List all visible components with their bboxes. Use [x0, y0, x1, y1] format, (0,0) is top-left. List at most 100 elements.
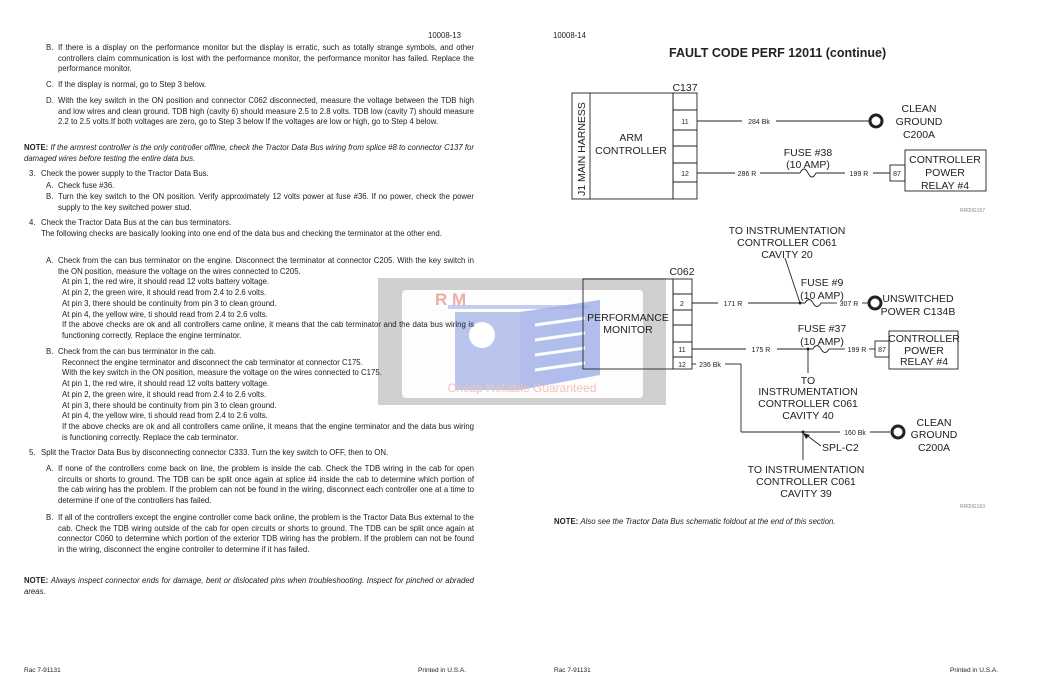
note-armrest: NOTE: If the armrest controller is the o… — [24, 143, 474, 164]
relay-label: CONTROLLER — [909, 154, 981, 166]
relay-label: POWER — [925, 167, 965, 179]
fuse-label: FUSE #38 — [784, 147, 833, 159]
check-outcome: If the above checks are ok and all contr… — [62, 320, 474, 340]
note-label: NOTE: — [554, 517, 579, 526]
page-number-right: 10008-14 — [553, 31, 586, 40]
check-line: At pin 2, the green wire, it should read… — [62, 288, 267, 298]
step-4: 4. Check the Tractor Data Bus at the can… — [29, 218, 474, 239]
item-text: Split the Tractor Data Bus by disconnect… — [41, 448, 389, 457]
controller-power-relay-box — [904, 149, 987, 192]
relay-pin: 87 — [893, 171, 901, 178]
item-text: Turn the key switch to the ON position. … — [58, 192, 474, 212]
check-line: At pin 4, the yellow wire, ti should rea… — [62, 411, 268, 421]
destination-label: CAVITY 20 — [761, 249, 813, 261]
item-label: D. — [46, 96, 54, 105]
check-line: At pin 1, the red wire, it should read 1… — [62, 379, 270, 389]
item-text: Check the Tractor Data Bus at the can bu… — [41, 218, 232, 227]
fuse-rating: (10 AMP) — [800, 290, 844, 302]
monitor-label: MONITOR — [603, 324, 653, 336]
destination-label: CONTROLLER C061 — [756, 476, 856, 488]
check-line: Reconnect the engine terminator and disc… — [62, 357, 363, 367]
note-label: NOTE: — [24, 576, 49, 585]
wire-label: 307 R — [840, 301, 859, 308]
page-title: FAULT CODE PERF 12011 (continue) — [669, 46, 887, 60]
fuse-9-icon — [804, 299, 822, 307]
item-label: 3. — [29, 169, 36, 178]
power-source-icon — [867, 295, 883, 311]
footer-printed-right: Printed in U.S.A. — [950, 667, 999, 674]
note-inspect: NOTE: Always inspect connector ends for … — [24, 576, 474, 597]
wrench-book-icon — [448, 300, 600, 390]
destination-label: CONTROLLER C061 — [737, 237, 837, 249]
item-text: With the key switch in the ON position a… — [58, 96, 474, 127]
note-text: Always inspect connector ends for damage… — [24, 576, 474, 596]
pin-11: 11 — [678, 347, 685, 354]
step-2d: D. With the key switch in the ON positio… — [46, 96, 474, 128]
item-label: A. — [46, 181, 54, 190]
note-foldout: NOTE: Also see the Tractor Data Bus sche… — [554, 517, 836, 528]
destination-label: CAVITY 40 — [782, 410, 834, 422]
footer-doc-id-left: Rac 7-91131 — [24, 667, 61, 674]
item-text: Check from the can bus terminator on the… — [58, 256, 474, 276]
step-5a: A. If none of the controllers come back … — [46, 464, 474, 507]
fuse-38-icon — [799, 168, 817, 178]
check-line: At pin 3, there should be continuity fro… — [62, 400, 277, 410]
footer-printed-left: Printed in U.S.A. — [418, 667, 467, 674]
item-label: A. — [46, 256, 54, 265]
item-label: 5. — [29, 448, 36, 457]
fuse-37-icon — [812, 345, 830, 353]
item-text: If all of the controllers except the eng… — [58, 513, 474, 555]
check-line: With the key switch in the ON position, … — [62, 368, 382, 378]
watermark: R M Cheap Reliable Guaranteed — [378, 278, 666, 405]
step-2c: C. If the display is normal, go to Step … — [46, 80, 474, 91]
note-label: NOTE: — [24, 143, 49, 152]
connector-c062-label: C062 — [669, 266, 694, 278]
destination-label: INSTRUMENTATION — [758, 386, 857, 398]
item-text: If there is a display on the performance… — [58, 43, 474, 74]
relay-pin: 87 — [878, 347, 886, 354]
footer-doc-id-right: Rac 7-91131 — [554, 667, 591, 674]
watermark-slogan: Cheap Reliable Guaranteed — [448, 381, 597, 395]
ground-icon — [868, 113, 884, 129]
ground-label: C200A — [918, 442, 950, 454]
arm-controller-label: ARM — [619, 132, 642, 144]
item-text: Check from the can bus terminator in the… — [58, 347, 216, 356]
item-label: B. — [46, 513, 54, 522]
check-line: At pin 3, there should be continuity fro… — [62, 298, 277, 308]
splice-arrow-icon — [803, 433, 810, 439]
wire-label: 284 Bk — [748, 119, 770, 126]
connector-c137-label: C137 — [672, 82, 697, 94]
wire-label: 286 R — [738, 171, 757, 178]
arm-controller-label: CONTROLLER — [595, 145, 667, 157]
note-text: If the armrest controller is the only co… — [24, 143, 474, 163]
check-line: At pin 1, the red wire, it should read 1… — [62, 277, 270, 287]
relay-label: POWER — [904, 345, 944, 357]
harness-label: J1 MAIN HARNESS — [576, 102, 588, 196]
item-text: If none of the controllers come back on … — [58, 464, 474, 506]
relay-label: RELAY #4 — [900, 356, 948, 368]
ground-label: GROUND — [896, 116, 943, 128]
step-5b: B. If all of the controllers except the … — [46, 513, 474, 556]
destination-label: TO — [801, 375, 815, 387]
ground-icon — [890, 424, 906, 440]
destination-label: TO INSTRUMENTATION — [729, 225, 846, 237]
fuse-label: FUSE #9 — [801, 277, 844, 289]
item-label: A. — [46, 464, 54, 473]
ground-label: CLEAN — [916, 417, 951, 429]
item-text: If the display is normal, go to Step 3 b… — [58, 80, 207, 89]
step-4b: B. Check from the can bus terminator in … — [46, 347, 474, 443]
pin-2: 2 — [680, 301, 684, 308]
wire-label: 199 R — [850, 171, 869, 178]
step-5: 5. Split the Tractor Data Bus by disconn… — [29, 448, 474, 459]
item-label: B. — [46, 347, 54, 356]
fuse-label: FUSE #37 — [798, 323, 847, 335]
step-3a: A. Check fuse #36. — [46, 181, 474, 192]
step-4a: A. Check from the can bus terminator on … — [46, 256, 474, 342]
wire-label: 236 Bk — [699, 362, 721, 369]
note-text: Also see the Tractor Data Bus schematic … — [580, 517, 836, 526]
relay-label: RELAY #4 — [921, 180, 969, 192]
fuse-rating: (10 AMP) — [786, 159, 830, 171]
power-label: UNSWITCHED — [882, 293, 954, 305]
step-3b: B. Turn the key switch to the ON positio… — [46, 192, 474, 213]
ground-label: CLEAN — [901, 103, 936, 115]
